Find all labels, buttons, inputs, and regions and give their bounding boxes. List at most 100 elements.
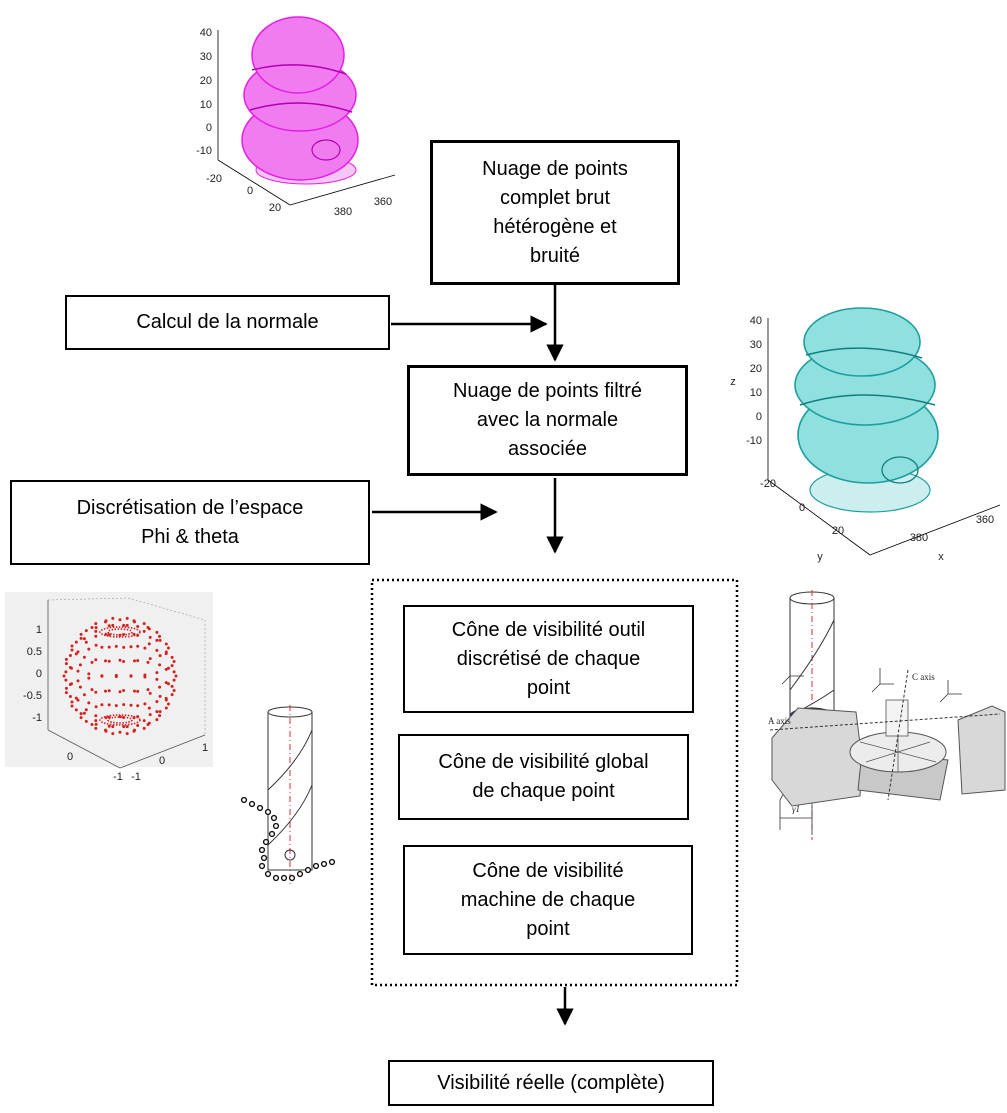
sphere-dot (158, 654, 162, 658)
y-tick: 0 (247, 185, 253, 197)
x-tick: 360 (374, 196, 392, 208)
z-tick: 40 (750, 315, 762, 327)
contact-circle (258, 846, 266, 854)
y-tick: -20 (760, 478, 776, 490)
sphere-dot (76, 650, 80, 654)
sphere-pole-ring (99, 714, 141, 726)
sphere-dot (94, 690, 98, 694)
sphere-direction-plot: 1 0.5 0 -0.5 -1 0 -1 1 0 -1 (5, 592, 213, 783)
sphere-dot (90, 660, 94, 664)
sphere-dot (143, 646, 147, 650)
sphere-dot (107, 689, 111, 693)
sphere-dots (62, 616, 178, 736)
contact-circle-main (284, 849, 296, 861)
sphere-dot (142, 622, 146, 626)
sphere-dot (76, 698, 80, 702)
sphere-dot (82, 655, 86, 659)
contact-circle (268, 830, 276, 838)
z-tick: -1 (32, 712, 42, 724)
x-tick: -1 (131, 771, 141, 783)
z-tick: 20 (750, 363, 762, 375)
sphere-dot (104, 728, 107, 732)
sphere-dot (111, 616, 115, 620)
x-tick: 1 (202, 742, 208, 754)
x-tick: 380 (910, 532, 928, 544)
sphere-dot (158, 714, 162, 718)
z-tick: 10 (200, 99, 212, 111)
sphere-dot (148, 657, 152, 661)
sphere-dot (122, 703, 126, 707)
global-visibility-cone-box: Cône de visibilité global de chaque poin… (398, 734, 689, 820)
sphere-dot (125, 616, 129, 620)
sphere-dot (164, 642, 168, 646)
x-tick: 360 (976, 514, 994, 526)
sphere-dot (167, 666, 170, 670)
contact-circle (258, 862, 266, 870)
contact-circle (260, 854, 268, 862)
contact-circle (304, 866, 312, 874)
sphere-dot (122, 689, 126, 692)
x-tick: 380 (334, 206, 352, 218)
sphere-dot (111, 623, 115, 627)
sphere-dot (125, 732, 129, 736)
sphere-dot (94, 658, 98, 662)
sphere-dot (94, 643, 98, 647)
sphere-dot (94, 634, 98, 638)
sphere-dot (64, 662, 68, 666)
sphere-dot (79, 712, 83, 716)
sphere-dot (167, 682, 170, 686)
sphere-dot (155, 710, 159, 714)
sphere-dot (172, 678, 176, 682)
sphere-dot (94, 705, 98, 709)
sphere-dot (104, 689, 107, 693)
sphere-dot (136, 689, 140, 693)
sphere-dot (155, 671, 159, 675)
sphere-dot (79, 716, 83, 720)
sphere-dot (107, 703, 111, 707)
a-axis-label: A axis (768, 716, 791, 726)
sphere-dot (155, 700, 159, 704)
sphere-dot (118, 658, 122, 662)
sphere-dot (122, 645, 126, 649)
x-axis-label: x (938, 551, 944, 563)
sphere-dot (68, 654, 72, 657)
sphere-pole-ring (107, 716, 133, 724)
sphere-dot (118, 618, 122, 622)
sphere-dot (94, 626, 98, 630)
sphere-dot (87, 676, 91, 680)
sphere-dot (148, 691, 152, 695)
sphere-dot (164, 698, 168, 702)
sphere-dot (82, 693, 86, 697)
sphere-dot (158, 710, 162, 714)
sphere-dot (64, 670, 68, 674)
sphere-dot (133, 728, 136, 732)
tool-contact-illustration (240, 705, 336, 885)
sphere-dot (143, 702, 147, 706)
sphere-dot (158, 685, 162, 689)
contact-circles (240, 796, 336, 882)
angle-label: γ1 (792, 804, 800, 814)
contact-circle (288, 874, 296, 882)
sphere-dot (94, 722, 98, 726)
sphere-dot (64, 657, 68, 661)
sphere-dot (111, 732, 115, 736)
sphere-dot (90, 688, 94, 692)
cyan-cloud-shape (794, 307, 939, 513)
space-discretisation-box: Discrétisation de l’espace Phi & theta (10, 480, 370, 565)
z-tick: 0.5 (27, 646, 42, 658)
contact-circle (262, 838, 270, 846)
contact-circle (272, 822, 280, 830)
sphere-dot (114, 673, 118, 677)
sphere-dot (164, 681, 168, 685)
sphere-dot (107, 724, 111, 728)
sphere-dot (147, 642, 151, 646)
sphere-dot (76, 679, 80, 683)
sphere-dot (104, 659, 107, 663)
sphere-dot (70, 700, 74, 704)
sphere-dot (147, 706, 151, 710)
sphere-dot (158, 694, 162, 698)
sphere-dot (122, 623, 126, 627)
sphere-dot (78, 685, 82, 689)
sphere-dot (136, 704, 140, 708)
z-tick: 20 (200, 75, 212, 87)
